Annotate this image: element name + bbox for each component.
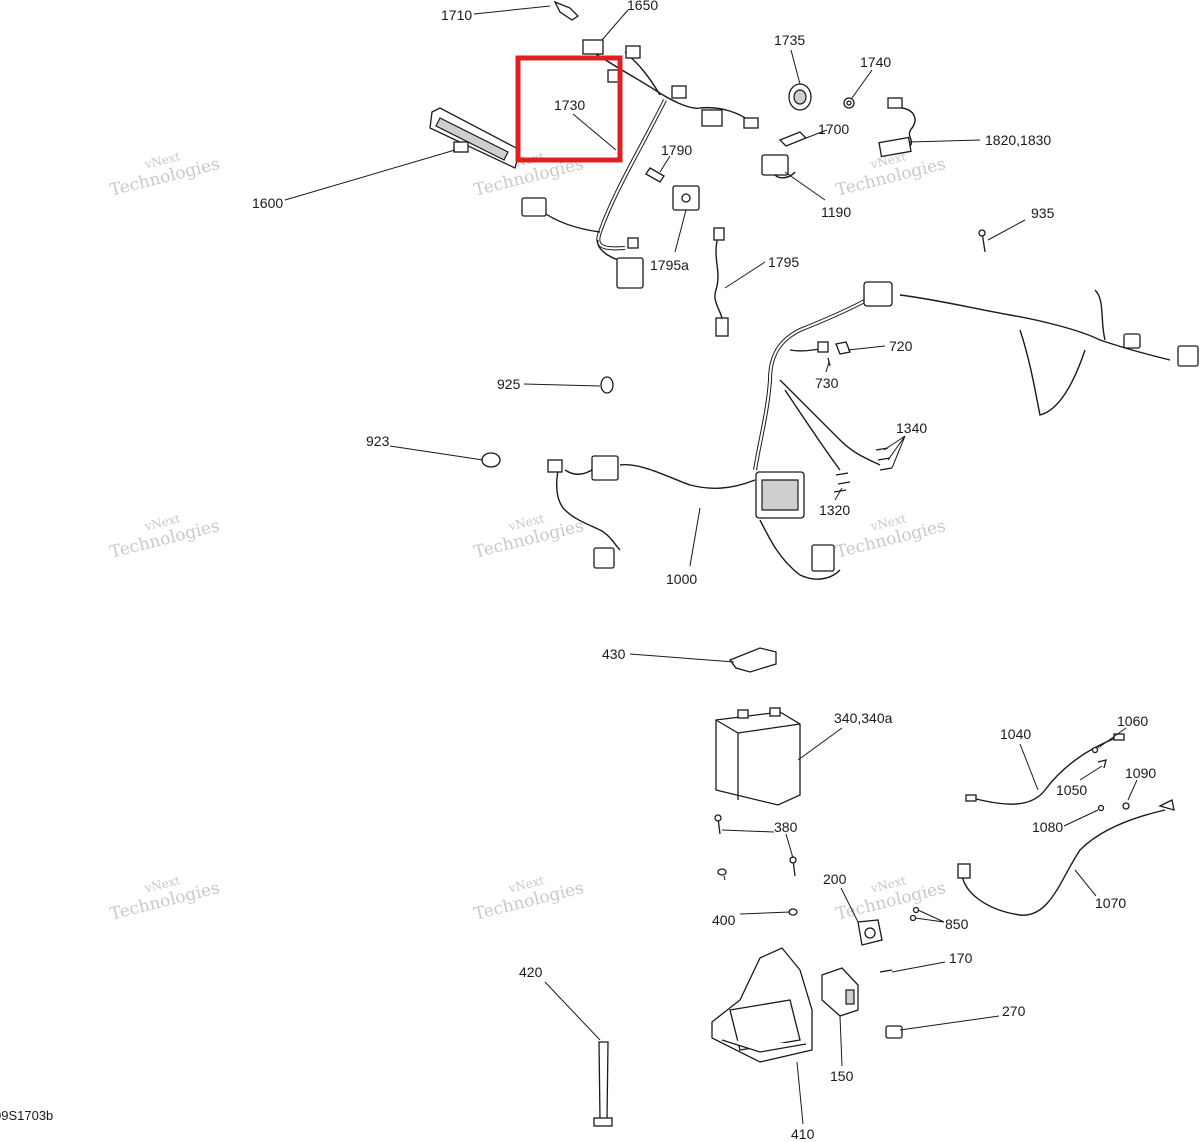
part-200-relay[interactable] [857,919,883,946]
connector [593,547,615,569]
callout-1040[interactable]: 1040 [1000,726,1031,742]
part-150-module[interactable] [821,967,859,1017]
connector [863,281,893,307]
callout-150[interactable]: 150 [830,1068,854,1084]
callout-1600[interactable]: 1600 [252,195,283,211]
callout-430[interactable]: 430 [602,646,626,662]
connector [743,117,759,129]
harness-1730[interactable] [521,39,759,289]
part-430-bracket[interactable] [728,647,777,673]
callout-720[interactable]: 720 [889,338,913,354]
part-1320-terminals[interactable] [833,472,851,493]
callout-200[interactable]: 200 [823,871,847,887]
highlight-box-1730 [515,55,623,163]
part-1700[interactable] [778,131,808,147]
watermarks: vNext Technologies vNext Technologies vN… [108,149,948,924]
part-1080[interactable] [1097,804,1105,812]
part-1600-module[interactable] [429,107,521,169]
part-410-battery-tray[interactable] [711,947,813,1063]
callout-1060[interactable]: 1060 [1117,713,1148,729]
callout-labels: 1710 1650 1730 1735 1740 1700 1820,1830 … [252,0,1156,1142]
callout-1795[interactable]: 1795 [768,254,799,270]
part-1050[interactable] [1097,759,1107,769]
part-1090[interactable] [1122,802,1130,810]
callout-1710[interactable]: 1710 [441,7,472,23]
callout-1000[interactable]: 1000 [666,571,697,587]
callout-170[interactable]: 170 [949,950,973,966]
part-1190[interactable] [761,154,796,179]
connector [811,544,835,572]
callout-1190[interactable]: 1190 [821,204,851,220]
connector [591,455,619,481]
callout-1735[interactable]: 1735 [774,32,805,48]
part-1070-cable[interactable] [957,799,1175,916]
part-923-clamp[interactable] [481,452,501,468]
callout-1050[interactable]: 1050 [1056,782,1087,798]
callout-1730[interactable]: 1730 [554,97,585,113]
part-925-clamp[interactable] [600,376,614,394]
connector [671,85,687,99]
part-720[interactable] [835,341,851,355]
part-1795a[interactable] [672,185,700,211]
harness-1000[interactable] [547,281,1199,580]
part-1820-1830[interactable] [878,97,916,158]
callout-400[interactable]: 400 [712,912,736,928]
part-400-washers[interactable] [717,868,798,916]
callout-850[interactable]: 850 [945,916,969,932]
connector [616,257,644,289]
connector [817,341,829,353]
leader-lines [284,5,1138,1125]
part-1710[interactable] [553,0,580,21]
callout-730[interactable]: 730 [815,375,839,391]
callout-1790[interactable]: 1790 [661,142,692,158]
callout-410[interactable]: 410 [791,1126,815,1142]
callout-935[interactable]: 935 [1031,205,1055,221]
part-1795[interactable] [713,227,729,337]
callout-1080[interactable]: 1080 [1032,819,1063,835]
part-270[interactable] [885,1025,903,1039]
callout-420[interactable]: 420 [519,964,543,980]
part-1790[interactable] [645,167,665,183]
connector [453,141,469,153]
part-420-strap[interactable] [593,1041,613,1127]
callout-1340[interactable]: 1340 [896,420,927,436]
part-1735[interactable] [788,83,812,111]
callout-340-340a[interactable]: 340,340a [834,710,893,726]
part-935-bolt[interactable] [978,229,986,253]
connector [1123,333,1141,349]
part-380-bolts[interactable] [714,814,797,877]
part-170-screw[interactable] [879,969,893,973]
part-1040-cable[interactable] [965,733,1125,805]
callout-1070[interactable]: 1070 [1095,895,1126,911]
callout-270[interactable]: 270 [1002,1003,1026,1019]
part-1340-terminals[interactable] [875,447,893,471]
callout-1320[interactable]: 1320 [819,502,850,518]
connector [582,39,604,55]
connector [625,45,641,59]
connector [547,459,563,473]
connector [701,109,723,127]
part-1060[interactable] [1091,746,1099,754]
part-1740-washer[interactable] [843,97,855,109]
connector [521,197,547,217]
callout-380[interactable]: 380 [774,819,798,835]
connector [1177,345,1199,367]
callout-1700[interactable]: 1700 [818,121,849,137]
callout-923[interactable]: 923 [366,433,390,449]
callout-1795a[interactable]: 1795a [650,257,689,273]
part-340-battery[interactable] [715,707,801,806]
callout-1820-1830[interactable]: 1820,1830 [985,132,1051,148]
callout-1090[interactable]: 1090 [1125,765,1156,781]
connector [627,237,639,249]
callout-925[interactable]: 925 [497,376,521,392]
callout-1740[interactable]: 1740 [860,54,891,70]
callout-1650[interactable]: 1650 [627,0,658,13]
